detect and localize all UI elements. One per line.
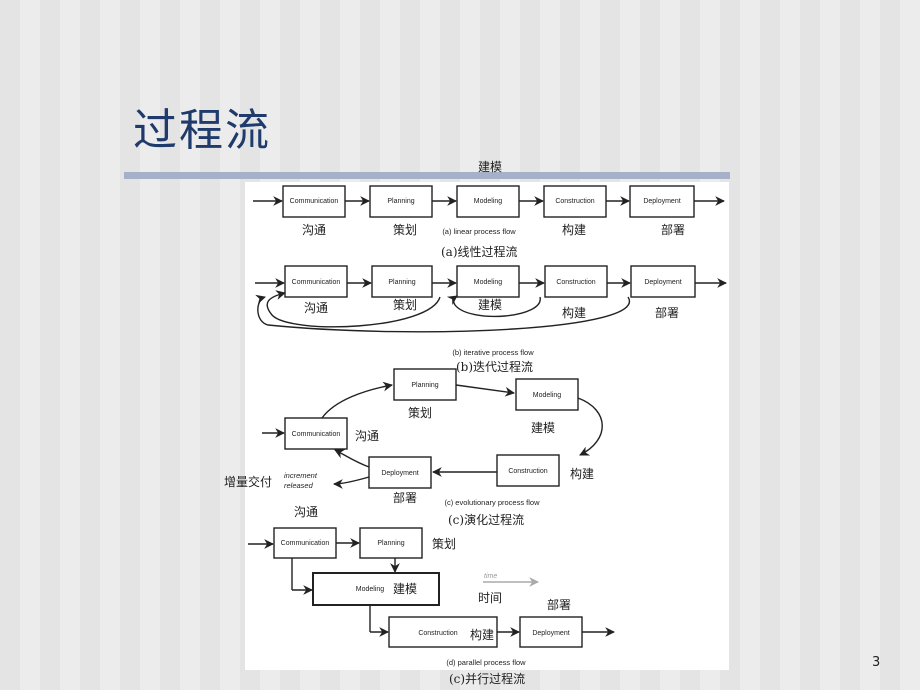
linear-box-planning <box>369 185 433 218</box>
evolutionary-box-communication <box>284 417 348 450</box>
iterative-caption-en: (b) iterative process flow <box>452 348 534 357</box>
iterative-cn-modeling: 建模 <box>478 298 503 312</box>
iterative-box-deployment <box>630 265 696 298</box>
linear-cn-planning: 策划 <box>393 223 418 237</box>
parallel-box-planning <box>359 527 423 559</box>
iterative-loop-modeling <box>446 295 541 318</box>
parallel-time-en: time <box>484 573 497 580</box>
evolutionary-increment-line2: released <box>284 481 314 490</box>
iterative-box-text-construction: Construction <box>556 279 595 286</box>
iterative-box-construction <box>544 265 608 298</box>
evolutionary-box-text-deployment: Deployment <box>381 470 418 477</box>
parallel-cn-modeling: 建模 <box>393 582 418 596</box>
evolutionary-box-construction <box>496 454 560 487</box>
parallel-box-deployment <box>519 616 583 648</box>
parallel-box-text-deployment: Deployment <box>532 630 569 637</box>
iterative-cn-construction: 构建 <box>562 306 587 320</box>
linear-cn-deployment: 部署 <box>661 223 686 237</box>
iterative-loop-planning <box>266 290 441 328</box>
evolutionary-box-texts: Planning Modeling Communication Construc… <box>292 382 562 477</box>
parallel-cn-planning: 策划 <box>432 537 457 551</box>
iterative-caption-cn: (b)迭代过程流 <box>456 360 534 374</box>
iterative-box-text-planning: Planning <box>388 279 415 286</box>
linear-box-construction <box>543 185 607 218</box>
linear-box-text-planning: Planning <box>387 198 414 205</box>
evolutionary-box-planning <box>393 368 457 401</box>
evolutionary-cn-modeling: 建模 <box>531 421 556 435</box>
iterative-cn-planning: 策划 <box>393 298 418 312</box>
linear-box-deployment <box>629 185 695 218</box>
title-divider <box>124 172 730 179</box>
parallel-box-texts: Communication Planning Modeling Construc… <box>281 540 570 637</box>
evolutionary-caption-en: (c) evolutionary process flow <box>444 498 540 507</box>
parallel-flow <box>248 527 615 648</box>
linear-label-modeling-top: 建模 <box>478 160 503 174</box>
iterative-box-text-modeling: Modeling <box>474 279 503 286</box>
parallel-caption-cn: (c)并行过程流 <box>449 672 526 686</box>
parallel-box-text-communication: Communication <box>281 540 330 547</box>
evolutionary-box-text-communication: Communication <box>292 431 341 438</box>
evolutionary-flow <box>262 368 603 489</box>
parallel-cn-deployment: 部署 <box>547 598 572 612</box>
iterative-cn-deployment: 部署 <box>655 306 680 320</box>
parallel-box-text-construction: Construction <box>418 630 457 637</box>
evolutionary-box-modeling <box>515 378 579 411</box>
linear-caption-en: (a) linear process flow <box>442 227 516 236</box>
linear-box-texts: Communication Planning Modeling Construc… <box>290 198 681 205</box>
parallel-cn-construction: 构建 <box>470 628 495 642</box>
evolutionary-cn-planning: 策划 <box>408 406 433 420</box>
parallel-box-construction <box>388 616 498 648</box>
linear-box-text-modeling: Modeling <box>474 198 503 205</box>
page-number: 3 <box>872 655 881 670</box>
evolutionary-caption-cn: (c)演化过程流 <box>448 513 525 527</box>
evolutionary-arrow-increment <box>333 476 370 489</box>
evolutionary-box-text-planning: Planning <box>411 382 438 389</box>
linear-box-text-deployment: Deployment <box>643 198 680 205</box>
evolutionary-cn-deployment: 部署 <box>393 491 418 505</box>
evolutionary-arrow-5 <box>334 449 370 468</box>
parallel-caption-en: (d) parallel process flow <box>446 658 526 667</box>
parallel-box-modeling <box>312 572 440 606</box>
evolutionary-box-deployment <box>368 456 432 489</box>
iterative-box-modeling <box>456 265 520 298</box>
linear-box-communication <box>282 185 346 218</box>
linear-flow <box>253 185 725 218</box>
iterative-box-communication <box>284 265 348 298</box>
evolutionary-arrow-1 <box>321 381 393 419</box>
iterative-loop-outer <box>255 294 631 333</box>
parallel-cn-time: 时间 <box>478 591 503 605</box>
iterative-cn-communication: 沟通 <box>304 301 329 315</box>
evolutionary-cn-communication: 沟通 <box>355 429 380 443</box>
linear-box-text-construction: Construction <box>555 198 594 205</box>
evolutionary-cn-increment: 增量交付 <box>224 475 273 489</box>
iterative-box-texts: Communication Planning Modeling Construc… <box>292 279 682 286</box>
linear-caption-cn: (a)线性过程流 <box>441 245 518 259</box>
iterative-box-text-communication: Communication <box>292 279 341 286</box>
iterative-flow <box>255 265 727 333</box>
parallel-cn-communication: 沟通 <box>294 505 319 519</box>
evolutionary-box-text-construction: Construction <box>508 468 547 475</box>
slide-title: 过程流 <box>133 105 271 156</box>
iterative-box-text-deployment: Deployment <box>644 279 681 286</box>
parallel-box-text-planning: Planning <box>377 540 404 547</box>
parallel-box-text-modeling: Modeling <box>356 586 385 593</box>
evolutionary-arrow-3 <box>577 397 603 456</box>
linear-cn-communication: 沟通 <box>302 223 327 237</box>
evolutionary-cn-construction: 构建 <box>570 467 595 481</box>
linear-box-text-communication: Communication <box>290 198 339 205</box>
evolutionary-increment-line1: increment <box>284 471 318 480</box>
parallel-box-communication <box>273 527 337 559</box>
linear-cn-construction: 构建 <box>562 223 587 237</box>
evolutionary-box-text-modeling: Modeling <box>533 392 562 399</box>
iterative-box-planning <box>371 265 433 298</box>
evolutionary-arrow-2 <box>455 384 515 397</box>
